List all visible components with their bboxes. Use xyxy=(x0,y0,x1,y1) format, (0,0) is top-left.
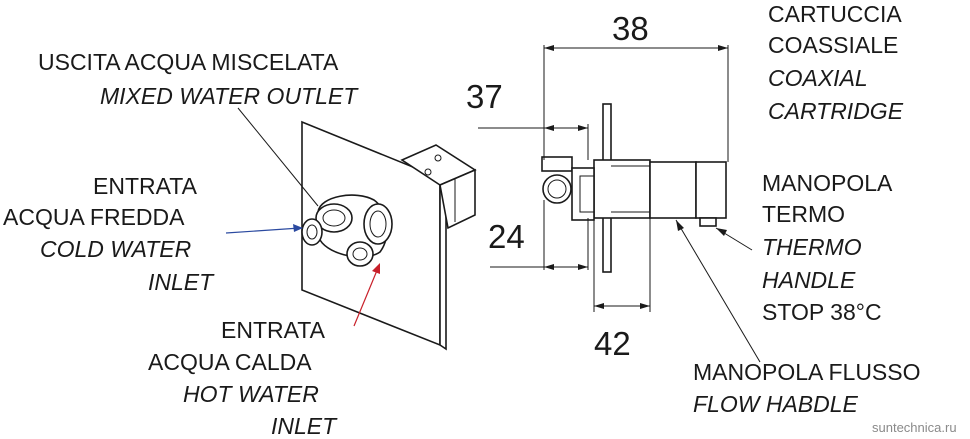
rear-body-detail xyxy=(579,175,595,213)
outlet-circle xyxy=(542,174,572,204)
leader-mixed-outlet xyxy=(237,107,319,207)
watermark: suntechnica.ru xyxy=(872,420,957,435)
label-hot-en-1: HOT WATER xyxy=(183,381,319,407)
label-cold-en-1: COLD WATER xyxy=(40,236,191,262)
valve-isometric-view xyxy=(301,120,477,351)
flow-arrowhead xyxy=(676,220,684,231)
thermo-stop-tab xyxy=(699,217,717,227)
rear-hole-2 xyxy=(424,168,432,176)
flow-handle-body xyxy=(649,161,697,219)
cold-inlet-bore xyxy=(306,224,318,240)
label-cartridge-it-1: CARTUCCIA xyxy=(768,1,902,27)
cold-arrowhead xyxy=(293,224,303,232)
hot-inlet-port xyxy=(346,241,374,267)
label-thermo-en-1: THERMO xyxy=(762,234,862,260)
thermo-handle-body xyxy=(695,161,727,219)
label-cold-it-2: ACQUA FREDDA xyxy=(3,204,185,230)
label-mixed-outlet-it: USCITA ACQUA MISCELATA xyxy=(38,49,339,75)
leader-flow-handle xyxy=(675,219,761,363)
hot-inlet-bore xyxy=(352,247,368,261)
label-thermo-stop: STOP 38°C xyxy=(762,299,882,325)
rear-body-top xyxy=(541,156,573,172)
label-cartridge-it-2: COASSIALE xyxy=(768,32,898,58)
label-cartridge-en-1: COAXIAL xyxy=(768,65,868,91)
dimension-24: 24 xyxy=(488,218,525,255)
label-cold-en-2: INLET xyxy=(148,269,215,295)
cold-inlet-port xyxy=(301,218,323,246)
cartridge-ring xyxy=(363,203,393,245)
leader-hot-inlet xyxy=(353,267,379,327)
label-mixed-outlet-en: MIXED WATER OUTLET xyxy=(100,83,359,109)
label-hot-en-2: INLET xyxy=(271,413,338,439)
label-thermo-it-2: TERMO xyxy=(762,201,845,227)
dim37-arrow xyxy=(578,125,588,131)
valve-side-view xyxy=(541,103,727,273)
dim24-arrow-l xyxy=(544,264,554,270)
dimension-lines xyxy=(478,45,729,312)
dim24-arrow xyxy=(578,264,588,270)
label-thermo-it-1: MANOPOLA xyxy=(762,170,893,196)
label-thermo-en-2: HANDLE xyxy=(762,267,856,293)
dim37-arrow-l xyxy=(544,125,554,131)
dim42-arrow-l xyxy=(594,303,604,309)
mixed-outlet-port xyxy=(315,203,353,233)
hot-arrowhead xyxy=(372,263,380,274)
dimension-37: 37 xyxy=(466,78,503,115)
leader-lines-left xyxy=(225,107,380,327)
rear-hole-1 xyxy=(434,154,442,162)
label-hot-it-2: ACQUA CALDA xyxy=(148,349,312,375)
leader-lines-right xyxy=(675,219,761,363)
label-cold-it-1: ENTRATA xyxy=(93,173,198,199)
dimension-38: 38 xyxy=(612,10,649,47)
dim38-arrow-l xyxy=(544,45,554,51)
dim38-arrow-r xyxy=(718,45,728,51)
label-flow-it: MANOPOLA FLUSSO xyxy=(693,359,921,385)
leader-cold-inlet xyxy=(225,227,301,234)
label-cartridge-en-2: CARTRIDGE xyxy=(768,98,904,124)
thermo-arrowhead xyxy=(716,228,727,236)
rear-body-side xyxy=(439,168,476,230)
mixed-outlet-bore xyxy=(322,209,346,227)
label-hot-it-1: ENTRATA xyxy=(221,317,326,343)
cartridge-housing xyxy=(593,159,651,219)
dimension-42: 42 xyxy=(594,325,631,362)
label-flow-en: FLOW HABDLE xyxy=(693,391,859,417)
dim42-arrow-r xyxy=(640,303,650,309)
outlet-circle-inner xyxy=(547,179,567,199)
cartridge-ring-inner xyxy=(369,210,387,238)
